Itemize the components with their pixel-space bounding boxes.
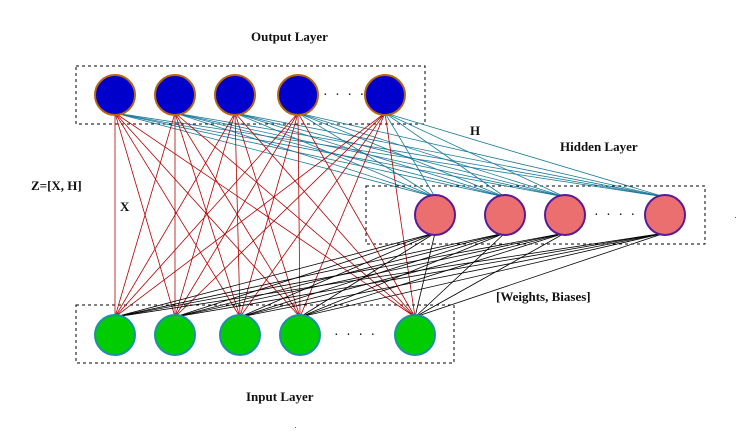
- output-hidden-edge: [234, 112, 436, 198]
- output-hidden-edge: [297, 112, 566, 198]
- hidden-input-edge: [414, 232, 666, 318]
- hidden-input-edge: [414, 232, 506, 318]
- output-hidden-edge: [297, 112, 666, 198]
- weights-biases-label: [Weights, Biases]: [496, 289, 591, 304]
- output-input-edge: [239, 112, 386, 318]
- output-input-edge: [234, 112, 416, 318]
- output-input-edge: [297, 112, 416, 318]
- hidden-layer-label: Hidden Layer: [560, 139, 638, 154]
- hidden-node: [484, 194, 526, 236]
- output-input-edge: [297, 112, 301, 318]
- input-node: [279, 314, 321, 356]
- output-hidden-edge: [174, 112, 666, 198]
- output-input-edge: [384, 112, 416, 318]
- hidden-input-edge: [239, 232, 666, 318]
- output-node: [277, 74, 319, 116]
- hidden-input-edge: [174, 232, 566, 318]
- output-input-edge: [174, 112, 386, 318]
- input-ellipsis: · · · ·: [334, 328, 377, 343]
- output-input-edge: [114, 112, 416, 318]
- output-hidden-edge: [384, 112, 436, 198]
- output-hidden-edge: [174, 112, 436, 198]
- hidden-input-edge: [414, 232, 566, 318]
- output-input-edge: [239, 112, 299, 318]
- hidden-input-edge: [239, 232, 566, 318]
- hidden-node: [414, 194, 456, 236]
- input-nodes: [94, 314, 436, 356]
- output-input-edge: [174, 112, 299, 318]
- output-input-edge: [299, 112, 386, 318]
- output-hidden-edge: [114, 112, 436, 198]
- input-node: [154, 314, 196, 356]
- input-node: [94, 314, 136, 356]
- output-node: [154, 74, 196, 116]
- output-hidden-edge: [114, 112, 506, 198]
- hidden-input-edge: [239, 232, 436, 318]
- output-input-edge: [114, 112, 176, 318]
- hidden-input-edge: [414, 232, 436, 318]
- hidden-input-edge: [299, 232, 566, 318]
- x-label: X: [120, 199, 130, 214]
- input-layer-label: Input Layer: [246, 389, 314, 404]
- output-layer-label: Output Layer: [251, 29, 328, 44]
- output-ellipsis: · · · ·: [323, 88, 366, 103]
- output-input-edge: [114, 112, 241, 318]
- output-hidden-edges: [114, 112, 666, 198]
- output-hidden-edge: [384, 112, 566, 198]
- input-node: [219, 314, 261, 356]
- output-node: [94, 74, 136, 116]
- z-label: Z=[X, H]: [31, 178, 82, 193]
- input-layer-box: [75, 304, 455, 364]
- output-layer-box: [75, 65, 426, 125]
- hidden-ellipsis: · · · ·: [594, 208, 637, 223]
- hidden-input-edge: [299, 232, 666, 318]
- output-input-edge: [234, 112, 301, 318]
- output-hidden-edge: [297, 112, 506, 198]
- output-input-edges: [114, 112, 416, 318]
- output-input-edge: [174, 112, 236, 318]
- output-node: [214, 74, 256, 116]
- hidden-input-edge: [174, 232, 666, 318]
- output-input-edge: [234, 112, 241, 318]
- input-node: [394, 314, 436, 356]
- output-hidden-edge: [114, 112, 666, 198]
- output-hidden-edge: [297, 112, 436, 198]
- hidden-input-edge: [174, 232, 436, 318]
- output-input-edge: [114, 112, 299, 318]
- output-hidden-edge: [234, 112, 666, 198]
- hidden-input-edges: [114, 232, 666, 318]
- output-hidden-edge: [384, 112, 666, 198]
- output-hidden-edge: [234, 112, 506, 198]
- hidden-input-edge: [114, 232, 666, 318]
- hidden-input-edge: [239, 232, 506, 318]
- output-nodes: [94, 74, 406, 116]
- hidden-input-edge: [114, 232, 566, 318]
- stray-dot: [735, 217, 736, 218]
- hidden-input-edge: [299, 232, 436, 318]
- hidden-layer-box: [365, 185, 706, 245]
- stray-dot: [295, 427, 296, 428]
- output-input-edge: [114, 112, 236, 318]
- h-label: H: [470, 123, 480, 138]
- hidden-input-edge: [114, 232, 506, 318]
- output-input-edge: [114, 112, 386, 318]
- output-hidden-edge: [234, 112, 566, 198]
- hidden-nodes: [414, 194, 686, 236]
- output-hidden-edge: [174, 112, 506, 198]
- output-input-edge: [174, 112, 241, 318]
- output-node: [364, 74, 406, 116]
- hidden-input-edge: [114, 232, 436, 318]
- hidden-node: [644, 194, 686, 236]
- hidden-node: [544, 194, 586, 236]
- output-hidden-edge: [384, 112, 506, 198]
